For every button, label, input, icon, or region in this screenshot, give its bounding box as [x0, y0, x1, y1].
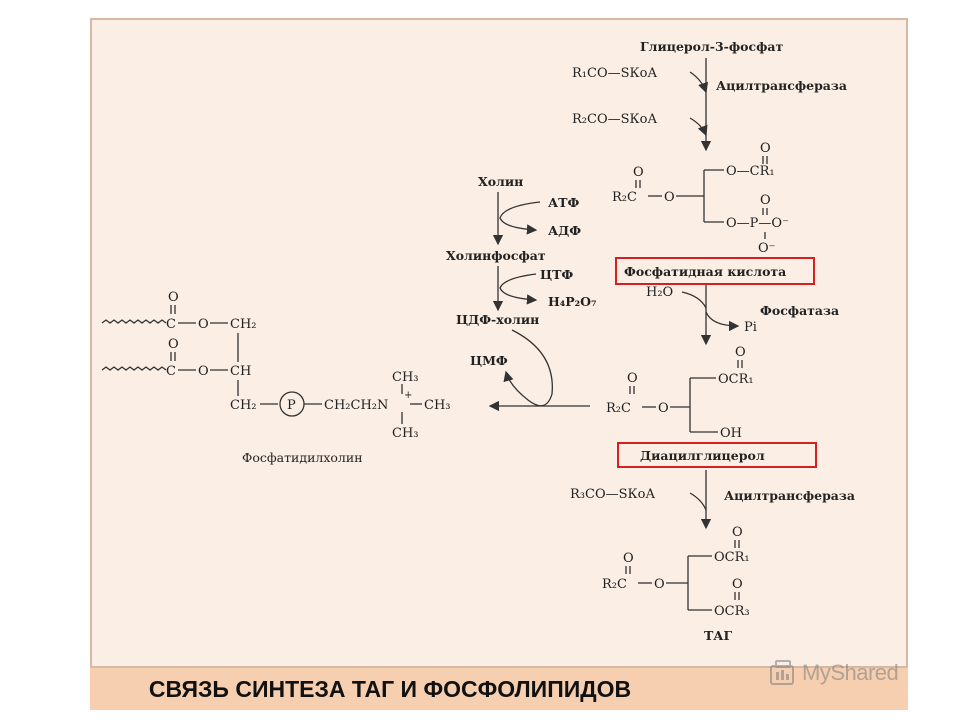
svg-text:OCR₁: OCR₁ [718, 372, 754, 387]
watermark-logo-icon [770, 660, 794, 685]
svg-text:CH₂: CH₂ [230, 398, 257, 413]
enzyme-phosphatase: Фосфатаза [760, 303, 839, 318]
diacylglycerol-highlight [617, 442, 817, 468]
tag-label: ТАГ [704, 628, 732, 643]
svg-text:O: O [664, 190, 675, 205]
arrow-ctp-ppi [499, 273, 538, 305]
choline-label: Холин [478, 174, 523, 189]
svg-text:P: P [287, 398, 296, 413]
phosphatidylcholine-label: Фосфатидилхолин [242, 450, 363, 465]
svg-text:O: O [627, 371, 638, 386]
cdp-choline-label: ЦДФ-холин [456, 312, 539, 327]
arrow-acyl1-in [689, 71, 709, 94]
svg-text:O: O [760, 141, 771, 156]
glycerol-3-phosphate-label: Глицерол-3-фосфат [640, 39, 783, 54]
adp-label: АДФ [548, 223, 581, 238]
phosphatidic-acid-structure: O R₂C O O—CR₁ O O—P—O⁻ O O⁻ [612, 141, 789, 256]
svg-text:O: O [168, 290, 179, 305]
svg-text:OH: OH [720, 426, 742, 441]
svg-text:O: O [658, 401, 669, 416]
svg-text:CH₃: CH₃ [392, 370, 419, 385]
svg-text:R₂C: R₂C [612, 190, 637, 205]
svg-text:C: C [166, 317, 176, 332]
svg-text:O: O [198, 317, 209, 332]
diacylglycerol-structure: O OCR₁ O R₂C O OH [606, 345, 754, 441]
acyl1-coa: R₁CO—SКоА [572, 66, 657, 81]
phosphatidic-acid-label: Фосфатидная кислота [624, 264, 786, 279]
svg-text:CH₃: CH₃ [424, 398, 451, 413]
arrow-water-in [681, 291, 707, 309]
svg-text:O—CR₁: O—CR₁ [726, 164, 775, 179]
atp-label: АТФ [548, 195, 579, 210]
arrow-cmp-release [503, 329, 553, 407]
svg-text:O: O [735, 345, 746, 360]
svg-text:R₂C: R₂C [606, 401, 631, 416]
arrow-acyl2-in [689, 117, 708, 137]
svg-text:O—P—O⁻: O—P—O⁻ [726, 216, 789, 231]
svg-text:CH₂CH₂N: CH₂CH₂N [324, 398, 388, 413]
svg-text:OCR₁: OCR₁ [714, 550, 750, 565]
svg-text:R₂C: R₂C [602, 577, 627, 592]
enzyme-acyltransferase-1: Ацилтрансфераза [716, 78, 847, 93]
svg-text:OCR₃: OCR₃ [714, 604, 750, 619]
svg-text:CH₃: CH₃ [392, 426, 419, 441]
arrow-atp-adp [499, 201, 541, 235]
svg-text:O: O [732, 577, 743, 592]
watermark-text: MyShared [802, 660, 899, 685]
ppi-label: H₄P₂O₇ [548, 294, 597, 309]
svg-text:O: O [168, 337, 179, 352]
svg-text:+: + [404, 390, 412, 401]
acyl2-coa: R₂CO—SКоА [572, 112, 657, 127]
water-label: H₂O [646, 285, 673, 300]
svg-text:O⁻: O⁻ [758, 241, 776, 256]
pi-label: Pi [744, 320, 757, 335]
svg-text:C: C [166, 364, 176, 379]
ctp-label: ЦТФ [540, 267, 573, 282]
svg-text:O: O [633, 165, 644, 180]
watermark: MyShared [768, 658, 928, 692]
phosphatidic-acid-highlight [615, 257, 815, 285]
phosphocholine-label: Холинфосфат [446, 248, 546, 263]
svg-text:CH: CH [230, 364, 251, 379]
arrow-acyl3-in [689, 492, 707, 511]
cmp-label: ЦМФ [470, 353, 508, 368]
svg-text:CH₂: CH₂ [230, 317, 257, 332]
diacylglycerol-label: Диацилглицерол [640, 448, 765, 463]
svg-text:O: O [198, 364, 209, 379]
svg-text:O: O [732, 525, 743, 540]
svg-text:O: O [623, 551, 634, 566]
slide-title: СВЯЗЬ СИНТЕЗА ТАГ И ФОСФОЛИПИДОВ [148, 676, 632, 702]
svg-text:O: O [654, 577, 665, 592]
enzyme-acyltransferase-3: Ацилтрансфераза [724, 488, 855, 503]
phosphatidylcholine-structure: O CH₂ C O CH₂ O C O CH CH₂ P CH₂CH [101, 290, 451, 441]
svg-text:O: O [760, 193, 771, 208]
diagram-panel [90, 18, 908, 668]
tag-structure: O OCR₁ O R₂C O O OCR₃ [602, 525, 750, 619]
acyl3-coa: R₃CO—SКоА [570, 487, 655, 502]
arrow-pi-out [705, 311, 740, 332]
